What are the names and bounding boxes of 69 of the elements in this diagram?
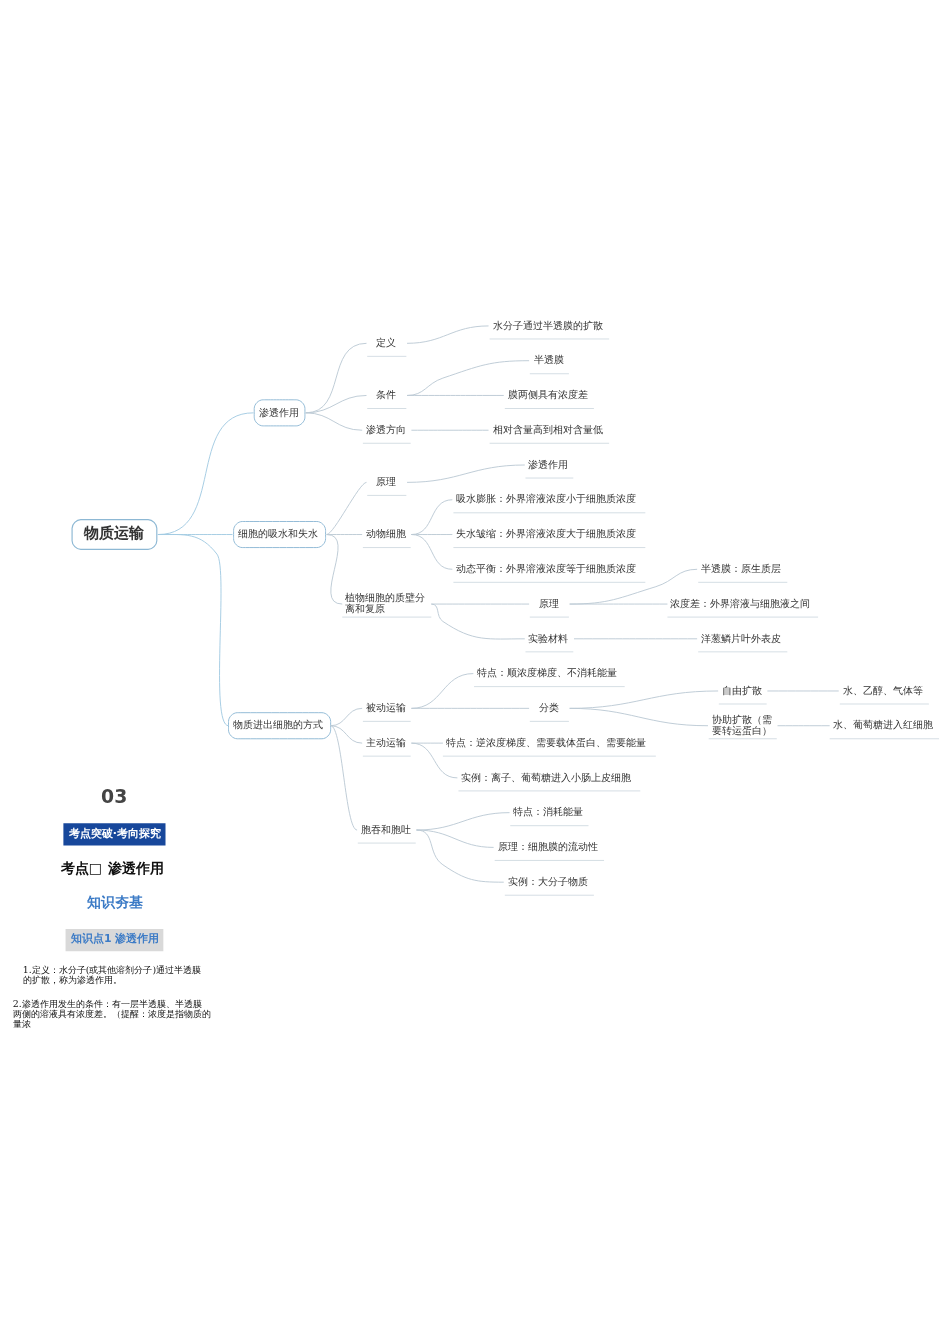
node-text: 失水皱缩：外界溶液浓度大于细胞质浓度 bbox=[455, 527, 636, 539]
connector bbox=[304, 411, 363, 431]
connector bbox=[573, 637, 698, 639]
node-text: 水分子通过半透膜的扩散 bbox=[492, 319, 603, 331]
node-box: 细胞的吸水和失水 bbox=[232, 520, 326, 548]
node-text: 分类 bbox=[538, 701, 559, 713]
connector bbox=[406, 359, 530, 396]
node-text: 定义 bbox=[375, 336, 396, 348]
node-text: 原理 bbox=[375, 475, 396, 487]
connector bbox=[568, 603, 668, 605]
label: 知识夯基 bbox=[86, 893, 143, 910]
node-text: 自由扩散 bbox=[721, 684, 762, 696]
connector bbox=[410, 742, 443, 744]
label: 03 bbox=[100, 785, 127, 807]
node-text: 相对含量高到相对含量低 bbox=[492, 423, 603, 435]
node-text: 动物细胞 bbox=[365, 527, 406, 539]
node-box: 渗透作用 bbox=[253, 398, 305, 426]
node-text: 特点：逆浓度梯度、需要载体蛋白、需要能量 bbox=[445, 736, 646, 748]
node-text: 胞吞和胞吐 bbox=[360, 823, 411, 835]
node-text: 实验材料 bbox=[527, 632, 568, 643]
connector bbox=[325, 533, 343, 605]
connector bbox=[415, 829, 494, 848]
node-text: 主动运输 bbox=[365, 736, 406, 748]
node-text: 渗透作用 bbox=[527, 458, 568, 470]
node-text: 渗透方向 bbox=[365, 423, 406, 435]
connector bbox=[406, 464, 525, 483]
label: 知识点1 渗透作用 bbox=[70, 931, 159, 945]
node-text: 水、葡萄糖进入红细胞 bbox=[832, 718, 933, 730]
label: 考点□ 渗透作用 bbox=[60, 859, 164, 876]
connector bbox=[329, 724, 363, 744]
node-text: 膜两侧具有浓度差 bbox=[507, 388, 588, 400]
node-text: 水、乙醇、气体等 bbox=[842, 684, 923, 696]
node-text: 被动运输 bbox=[365, 701, 406, 713]
node-text: 浓度差：外界溶液与细胞液之间 bbox=[669, 597, 810, 609]
node-text: 半透膜 bbox=[533, 353, 564, 365]
label: 2.渗透作用发生的条件：有一层半透膜、半透膜两侧的溶液具有浓度差。（提醒：浓度是指物质的量浓 bbox=[12, 997, 211, 1029]
connector bbox=[568, 568, 698, 605]
node-box: 物质进出细胞的方式 bbox=[227, 711, 331, 739]
node-text: 特点：顺浓度梯度、不消耗能量 bbox=[476, 666, 617, 678]
connector bbox=[776, 724, 830, 726]
node-text: 洋葱鳞片叶外表皮 bbox=[700, 632, 781, 643]
connector bbox=[410, 742, 458, 778]
connector bbox=[410, 707, 530, 709]
node-text: 实例：大分子物质 bbox=[507, 875, 588, 887]
connector bbox=[568, 707, 708, 726]
connector bbox=[325, 481, 367, 535]
connector bbox=[406, 394, 504, 396]
node-text: 特点：消耗能量 bbox=[512, 805, 583, 817]
connector bbox=[766, 690, 839, 691]
node-text: 条件 bbox=[375, 388, 396, 400]
node-text: 实例：离子、葡萄糖进入小肠上皮细胞 bbox=[460, 771, 631, 783]
node-text: 协助扩散（需要转运蛋白） bbox=[711, 713, 772, 736]
node-text: 动态平衡：外界溶液浓度等于细胞质浓度 bbox=[455, 562, 636, 574]
node-text: 植物细胞的质壁分离和复原 bbox=[344, 591, 425, 614]
connector bbox=[430, 603, 530, 605]
connector bbox=[410, 429, 489, 431]
node-box: 物质运输 bbox=[71, 518, 157, 550]
node-text: 半透膜：原生质层 bbox=[700, 562, 781, 574]
connector bbox=[329, 724, 358, 830]
label: 考点突破·考向探究 bbox=[68, 826, 161, 840]
connector bbox=[410, 533, 453, 570]
label: 1.定义：水分子(或其他溶剂分子)通过半透膜的扩散，称为渗透作用。 bbox=[22, 963, 201, 985]
node-text: 原理：细胞膜的流动性 bbox=[497, 840, 598, 852]
connector bbox=[406, 324, 489, 344]
connector bbox=[415, 829, 504, 883]
connector bbox=[430, 603, 525, 639]
node-text: 吸水膨胀：外界溶液浓度小于细胞质浓度 bbox=[455, 492, 636, 504]
connector bbox=[156, 533, 229, 726]
node-text: 原理 bbox=[538, 597, 559, 609]
